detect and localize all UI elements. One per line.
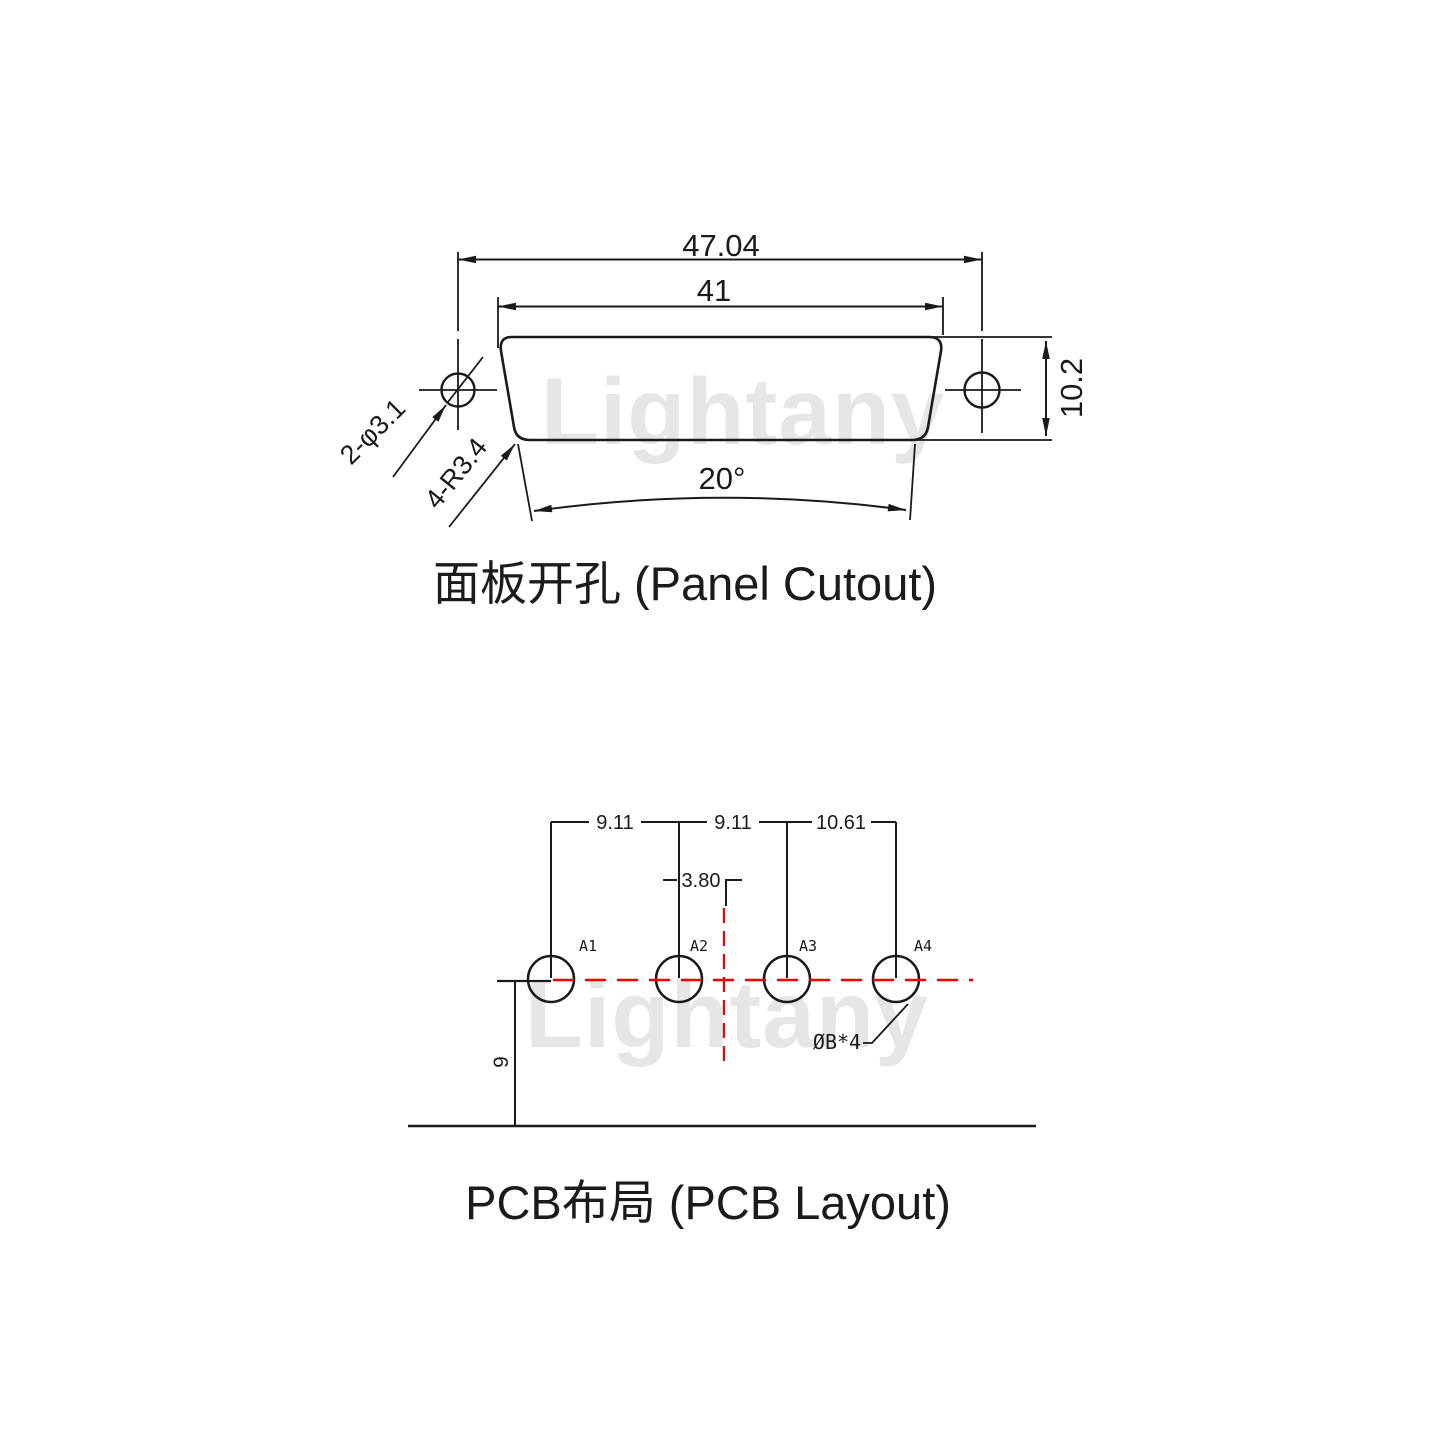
callout-corner-radius: 4-R3.4 xyxy=(419,432,516,528)
dim-side-angle: 20° xyxy=(517,443,916,522)
dsub-cutout-outline xyxy=(499,335,943,442)
panel-cutout-figure: 47.04 41 10.2 20° xyxy=(334,228,1089,528)
callout-hole-size-label: ØB*4 xyxy=(813,1030,861,1054)
left-hole-centerlines xyxy=(419,252,497,430)
pad-labels: A1 A2 A3 A4 xyxy=(579,937,932,955)
pcb-layout-title: PCB布局 (PCB Layout) xyxy=(465,1176,951,1229)
watermark-top: Lightany xyxy=(541,359,945,465)
pcb-layout-figure: 9.11 9.11 10.61 3.80 A1 A2 A3 xyxy=(408,812,1036,1128)
pad-label-a1: A1 xyxy=(579,937,597,955)
dim-edge-distance: 9 xyxy=(490,979,551,1125)
dim-hole-span: 47.04 xyxy=(458,228,982,264)
dim-center-offset: 3.80 xyxy=(663,870,742,906)
panel-cutout-title: 面板开孔 (Panel Cutout) xyxy=(432,557,938,610)
dim-hole-span-value: 47.04 xyxy=(682,228,760,263)
dim-pitch-a1-a2: 9.11 xyxy=(596,812,633,834)
callout-hole-size: ØB*4 xyxy=(813,1003,909,1054)
pad-label-a2: A2 xyxy=(690,937,708,955)
pad-label-a3: A3 xyxy=(799,937,817,955)
dim-cutout-height-value: 10.2 xyxy=(1054,358,1089,418)
callout-mounting-holes-label: 2-φ3.1 xyxy=(334,393,411,470)
callout-corner-radius-label: 4-R3.4 xyxy=(419,432,493,514)
dim-pad-pitch-row: 9.11 9.11 10.61 xyxy=(551,812,896,834)
dim-cutout-height: 10.2 xyxy=(912,336,1089,441)
dim-pitch-a2-a3: 9.11 xyxy=(714,812,751,834)
dim-edge-distance-value: 9 xyxy=(490,1056,513,1068)
right-hole-centerlines xyxy=(945,252,1021,433)
dim-side-angle-value: 20° xyxy=(699,461,746,496)
dim-center-offset-value: 3.80 xyxy=(682,870,721,892)
pad-extension-lines xyxy=(550,822,897,978)
pad-label-a4: A4 xyxy=(914,937,932,955)
dim-pitch-a3-a4: 10.61 xyxy=(816,812,866,834)
dim-cutout-width-value: 41 xyxy=(697,273,731,308)
dim-cutout-width: 41 xyxy=(497,273,944,348)
